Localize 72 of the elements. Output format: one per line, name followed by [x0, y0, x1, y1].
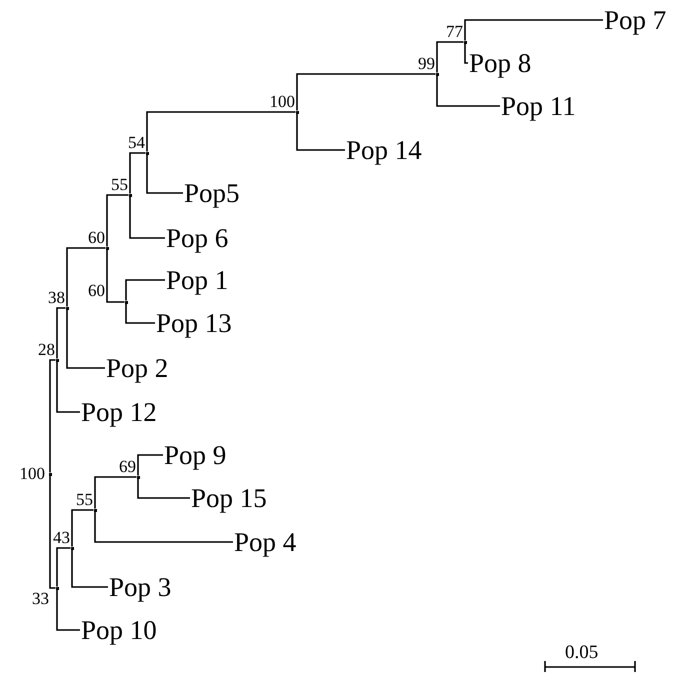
branch-node	[146, 152, 148, 154]
taxon-label: Pop 12	[80, 397, 157, 427]
tree-branch	[94, 512, 233, 543]
branch-node	[436, 72, 438, 76]
tree-branch	[436, 76, 500, 107]
bootstrap-value: 60	[88, 229, 105, 247]
taxon-label: Pop 14	[345, 135, 422, 165]
taxon-label: Pop 8	[468, 48, 532, 78]
taxon-label: Pop 15	[190, 483, 267, 513]
tree-branch	[49, 359, 56, 472]
branch-node	[124, 300, 128, 304]
tree-branch	[66, 247, 106, 306]
tree-branch	[56, 307, 66, 358]
branch-node	[56, 586, 58, 590]
tree-branch	[464, 44, 468, 64]
tree-branch	[137, 454, 163, 476]
tree-branch	[125, 304, 155, 324]
tree-branch	[56, 547, 70, 586]
bootstrap-value: 77	[446, 23, 463, 41]
tree-branch	[464, 19, 603, 40]
branch-node	[464, 40, 466, 44]
taxon-label: Pop 2	[105, 353, 168, 383]
bootstrap-value: 99	[418, 55, 435, 73]
taxon-label: Pop 6	[165, 223, 228, 253]
bootstrap-value: 28	[38, 341, 55, 359]
taxon-label: Pop 3	[108, 572, 172, 602]
tree-branch	[146, 111, 296, 152]
branch-node	[56, 358, 58, 362]
taxon-label: Pop 13	[155, 308, 232, 338]
bootstrap-value: 100	[270, 93, 295, 111]
tree-branch	[49, 476, 56, 589]
bootstrap-value: 43	[53, 529, 70, 547]
bootstrap-value: 54	[128, 134, 145, 152]
tree-branch	[71, 550, 108, 588]
tree-branch	[436, 41, 464, 72]
taxon-label: Pop 9	[163, 440, 226, 470]
tree-branch	[129, 196, 165, 239]
scale-value: 0.05	[565, 643, 598, 663]
bootstrap-value: 55	[111, 176, 128, 194]
branch-node	[296, 110, 298, 114]
tree-branch	[125, 279, 165, 300]
tree-branch	[71, 509, 94, 546]
bootstrap-value: 33	[32, 590, 49, 608]
branch-node	[48, 472, 52, 476]
taxon-label: Pop 10	[80, 615, 157, 645]
tree-branch	[137, 478, 190, 499]
branch-node	[106, 246, 108, 250]
taxon-label: Pop 1	[165, 265, 228, 295]
tree-branch	[56, 590, 80, 631]
tree-branch	[146, 154, 183, 194]
bootstrap-value: 60	[88, 282, 105, 300]
tree-branch	[296, 114, 345, 151]
bootstrap-value: 55	[76, 491, 93, 509]
tree-branch	[56, 362, 80, 413]
taxon-label: Pop 7	[603, 5, 666, 35]
tree-branch	[106, 194, 128, 246]
branch-node	[136, 476, 140, 478]
tree-branch	[129, 152, 146, 194]
bootstrap-value: 69	[119, 458, 136, 476]
tree-branch	[66, 310, 105, 369]
taxon-label: Pop 4	[233, 527, 296, 557]
taxon-label: Pop 11	[500, 91, 576, 121]
taxon-label: Pop5	[183, 178, 240, 208]
branch-node	[66, 306, 68, 310]
branch-node	[128, 194, 132, 196]
tree-branch	[106, 250, 124, 303]
bootstrap-value: 100	[20, 465, 45, 483]
tree-branch	[94, 476, 136, 508]
tree-branch	[296, 73, 436, 110]
branch-node	[94, 508, 96, 512]
bootstrap-value: 38	[48, 289, 65, 307]
branch-node	[70, 546, 74, 550]
